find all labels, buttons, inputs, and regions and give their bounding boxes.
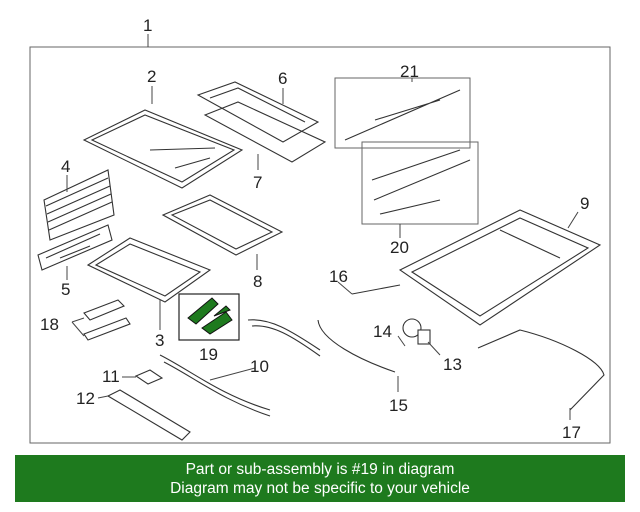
- banner-line-disclaimer: Diagram may not be specific to your vehi…: [170, 480, 470, 497]
- callout-6: 6: [278, 69, 287, 88]
- callout-3: 3: [155, 331, 164, 350]
- callout-2: 2: [147, 67, 156, 86]
- part-9-frame: [398, 209, 602, 326]
- callout-20: 20: [390, 238, 409, 257]
- part-15-16-hoses: [317, 281, 401, 392]
- part-20-21-kits: [334, 77, 479, 238]
- part-11-12-rails: [97, 369, 191, 441]
- callout-5: 5: [61, 280, 70, 299]
- part-3-panel: [86, 237, 212, 330]
- callout-10: 10: [250, 357, 269, 376]
- part-8-seal: [161, 194, 284, 270]
- part-19-highlight: [178, 293, 240, 341]
- banner-line-part: Part or sub-assembly is #19 in diagram: [185, 461, 455, 478]
- part-5-bracket: [37, 224, 113, 280]
- part-18-clips: [71, 299, 131, 341]
- callout-7: 7: [253, 173, 262, 192]
- part-13-motor: [397, 318, 441, 356]
- callout-14: 14: [373, 322, 392, 341]
- assembly-frame: [29, 46, 611, 444]
- info-banner: Part or sub-assembly is #19 in diagram D…: [15, 455, 625, 502]
- callout-1: 1: [143, 16, 152, 35]
- part-2-glass: [82, 86, 244, 189]
- callout-17: 17: [562, 423, 581, 442]
- callout-4: 4: [61, 157, 70, 176]
- callout-9: 9: [580, 194, 589, 213]
- callout-11: 11: [102, 367, 120, 386]
- part-6-deflector: [196, 81, 327, 170]
- part-17-drain: [477, 329, 605, 420]
- callout-13: 13: [443, 355, 462, 374]
- callout-8: 8: [253, 272, 262, 291]
- callout-16: 16: [329, 267, 348, 286]
- callout-21: 21: [400, 62, 419, 81]
- callout-19: 19: [199, 345, 218, 364]
- part-4-shade: [43, 169, 115, 241]
- part-10-trim: [159, 319, 321, 417]
- callout-12: 12: [76, 389, 95, 408]
- callout-15: 15: [389, 396, 408, 415]
- callout-18: 18: [40, 315, 59, 334]
